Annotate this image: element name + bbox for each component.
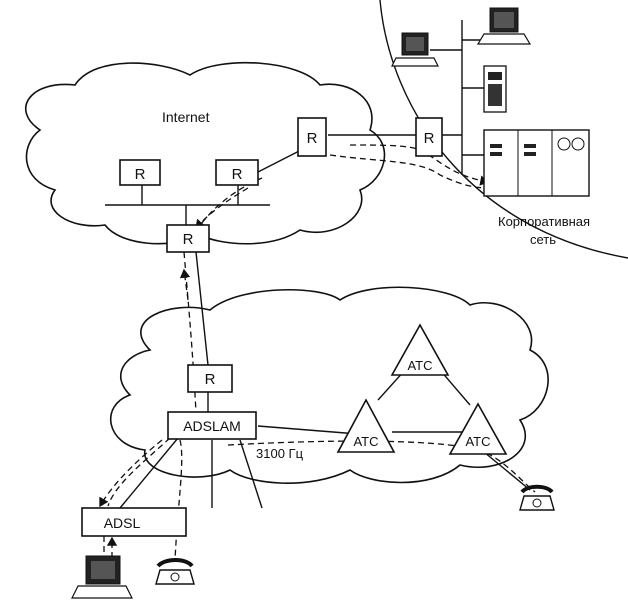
corporate-label-line2: сеть: [530, 232, 556, 247]
router-corporate: [415, 117, 443, 157]
remote-telephone-icon: [519, 484, 555, 511]
workstation-1-icon: [391, 32, 439, 67]
corporate-label-line1: Корпоративная: [498, 214, 590, 229]
router-internet-1: [119, 159, 161, 186]
router-label: R: [232, 166, 243, 183]
adsl-modem-box: [81, 507, 187, 537]
internet-label: Internet: [162, 109, 210, 125]
internet-cloud: [25, 61, 386, 245]
atc-triangle-right: [448, 402, 508, 455]
router-label: R: [424, 130, 435, 147]
atc-label: АТС: [354, 434, 379, 449]
adslam-label: ADSLAM: [183, 418, 241, 434]
server-tower-icon: [483, 65, 507, 113]
atc-triangle-top: [390, 323, 450, 376]
atc-label: АТС: [408, 358, 433, 373]
home-computer-icon: [71, 555, 133, 599]
atc-triangle-left: [336, 398, 396, 453]
router-provider: [187, 364, 233, 393]
router-internet-2: [215, 159, 259, 186]
router-label: R: [307, 130, 318, 147]
home-telephone-icon: [155, 558, 195, 585]
router-label: R: [205, 371, 216, 388]
router-label: R: [135, 166, 146, 183]
adsl-label: ADSL: [104, 515, 141, 531]
voice-band-label: 3100 Гц: [256, 446, 304, 461]
corporate-network-boundary: [379, 0, 628, 259]
workstation-2-icon: [476, 7, 532, 45]
router-internet-edge: [297, 117, 327, 157]
router-internet-access: [166, 224, 210, 253]
router-label: R: [183, 231, 194, 248]
server-cabinet-icon: [483, 129, 590, 197]
atc-label: АТС: [466, 434, 491, 449]
adslam-box: [167, 411, 257, 440]
